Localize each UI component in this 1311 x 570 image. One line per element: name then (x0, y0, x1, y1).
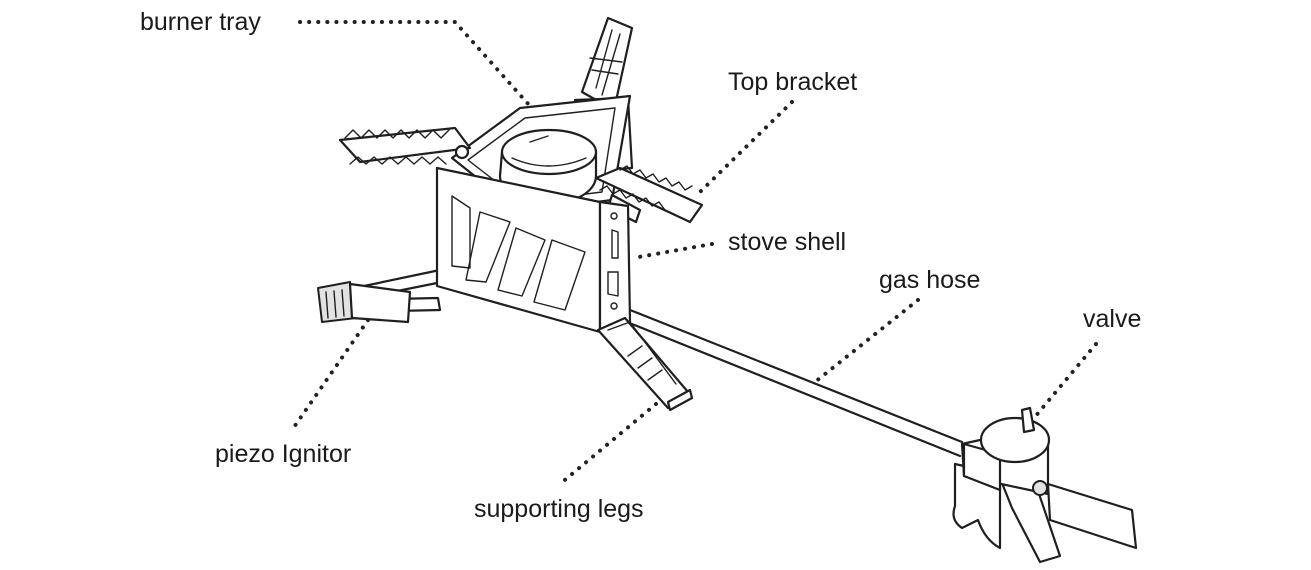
top-bracket-right (594, 165, 704, 224)
leader-gas-hose (813, 298, 920, 384)
label-piezo-ignitor: piezo Ignitor (215, 440, 352, 468)
label-top-bracket: Top bracket (728, 68, 858, 96)
stove-shell (435, 166, 632, 334)
label-stove-shell: stove shell (728, 228, 847, 256)
label-burner-tray: burner tray (140, 8, 261, 36)
leader-burner-tray (298, 20, 532, 108)
leader-top-bracket (698, 100, 794, 194)
leader-lines (290, 20, 1098, 486)
top-bracket-left (338, 126, 472, 165)
label-gas-hose: gas hose (879, 266, 981, 294)
piezo-ignitor (317, 268, 444, 324)
leader-stove-shell (631, 242, 714, 260)
valve-assembly (952, 406, 1138, 564)
gas-hose (620, 306, 964, 458)
supporting-leg (596, 316, 694, 412)
leader-valve (1032, 342, 1098, 420)
leader-supporting-legs (558, 402, 658, 486)
label-supporting-legs: supporting legs (474, 495, 644, 523)
leader-piezo-ignitor (290, 318, 370, 432)
label-valve: valve (1083, 305, 1142, 333)
